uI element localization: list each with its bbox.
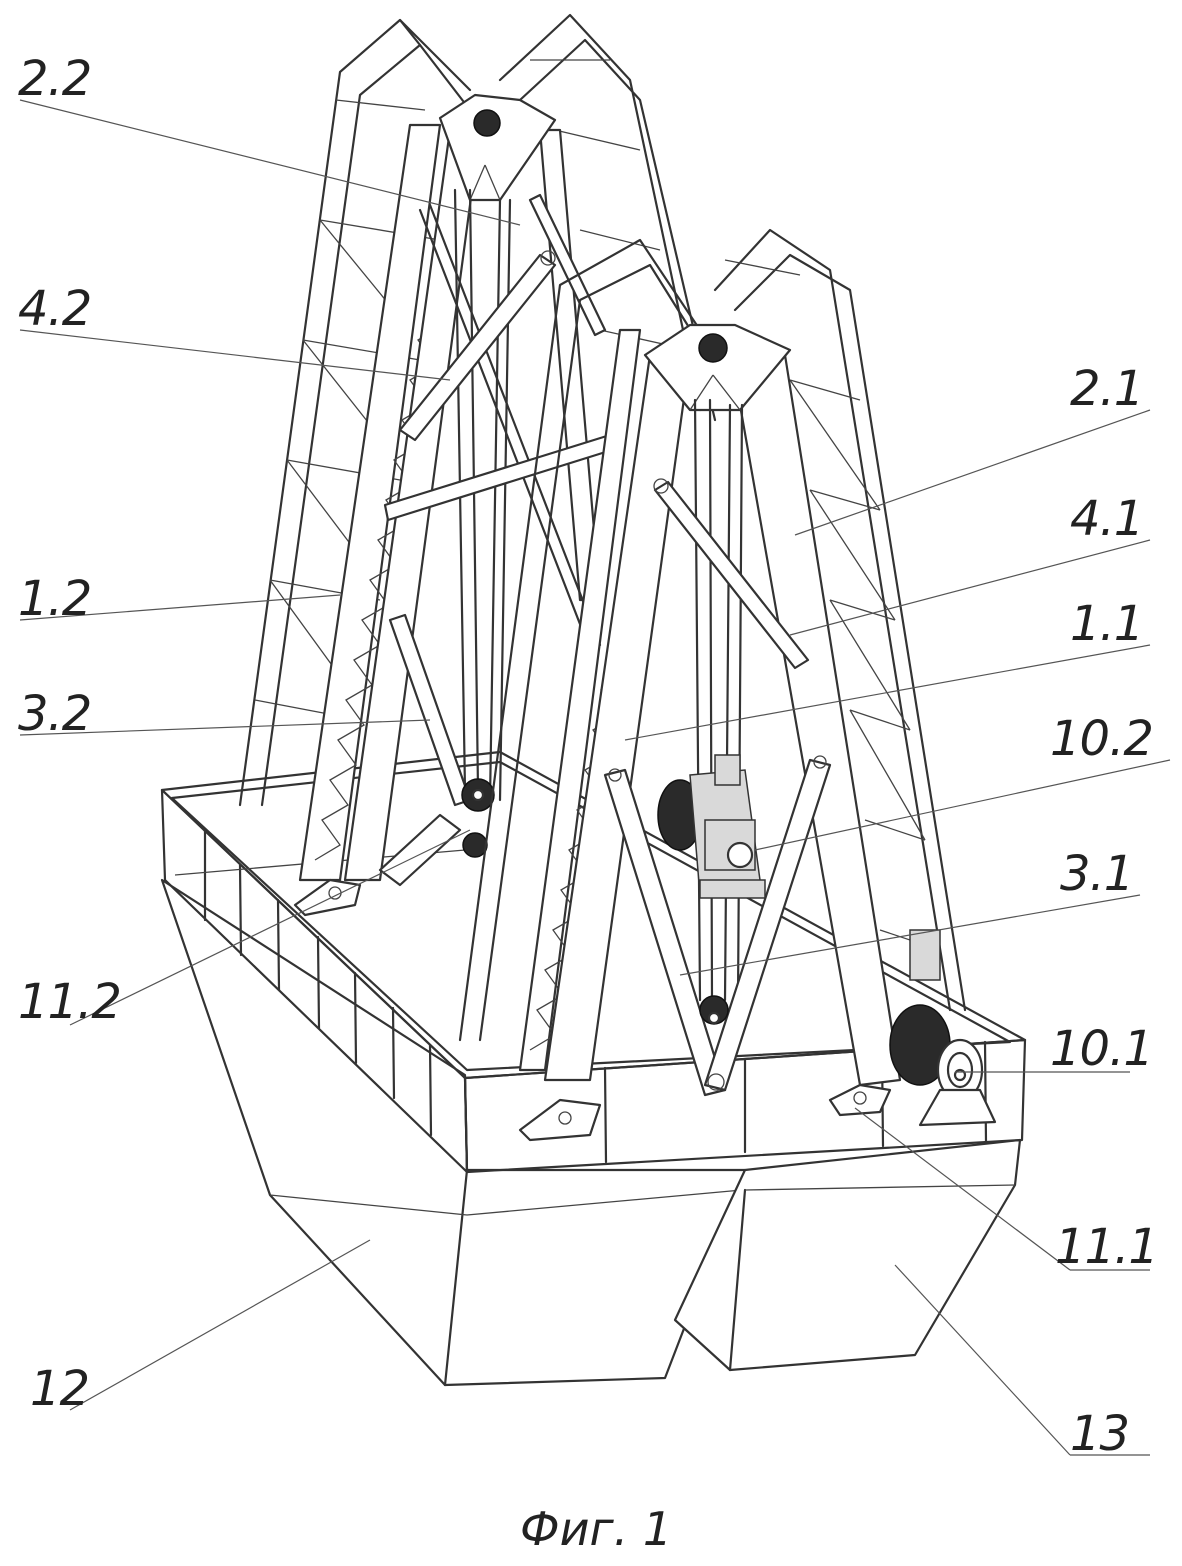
label-3-2: 3.2 [18,686,91,742]
label-1-1: 1.1 [1070,596,1143,652]
label-10-2: 10.2 [1050,711,1153,767]
winch-10-2 [658,755,765,898]
label-2-1: 2.1 [1070,361,1143,417]
label-10-1: 10.1 [1050,1021,1153,1077]
label-11-2: 11.2 [18,974,121,1030]
label-3-1: 3.1 [1060,846,1133,902]
front-tower [460,230,965,1140]
label-1-2: 1.2 [18,571,91,627]
figure-caption: Фиг. 1 [520,1502,672,1556]
label-2-2: 2.2 [18,51,91,107]
label-11-1: 11.1 [1055,1219,1158,1275]
label-12: 12 [30,1361,89,1417]
label-4-1: 4.1 [1070,491,1143,547]
label-13: 13 [1070,1406,1129,1462]
label-4-2: 4.2 [18,281,91,337]
